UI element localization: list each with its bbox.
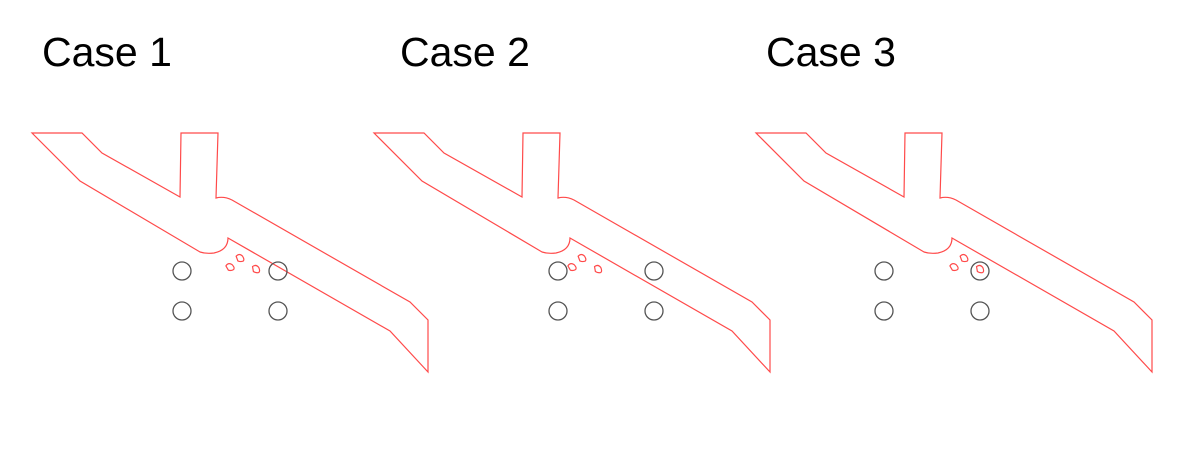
case-2-circle-marker [548,261,568,281]
case-3-channel-outline [754,132,1153,374]
case-1-circle-marker [268,301,288,321]
case-3-droplet [975,264,985,274]
case-3-circle-marker [970,261,990,281]
case-2-title: Case 2 [400,29,530,75]
case-3-circle-marker [874,261,894,281]
case-1-droplet [251,264,261,274]
case-2-droplet [567,263,577,272]
case-2-channel-outline [372,132,771,374]
case-1-circle-marker [268,261,288,281]
case-3-droplet [959,253,969,263]
case-1-channel-outline [30,132,429,374]
case-2-droplet [593,264,603,274]
case-1-circle-marker [172,301,192,321]
case-3-droplet [949,263,959,272]
case-3-circle-marker [970,301,990,321]
case-1-title: Case 1 [42,29,172,75]
case-3-title: Case 3 [766,29,896,75]
case-3-circle-marker [874,301,894,321]
case-1-droplet [235,253,245,263]
case-2-droplet [577,253,587,263]
case-2-circle-marker [548,301,568,321]
case-2-circle-marker [644,301,664,321]
case-1-droplet [225,263,235,272]
case-2-circle-marker [644,261,664,281]
case-1-circle-marker [172,261,192,281]
